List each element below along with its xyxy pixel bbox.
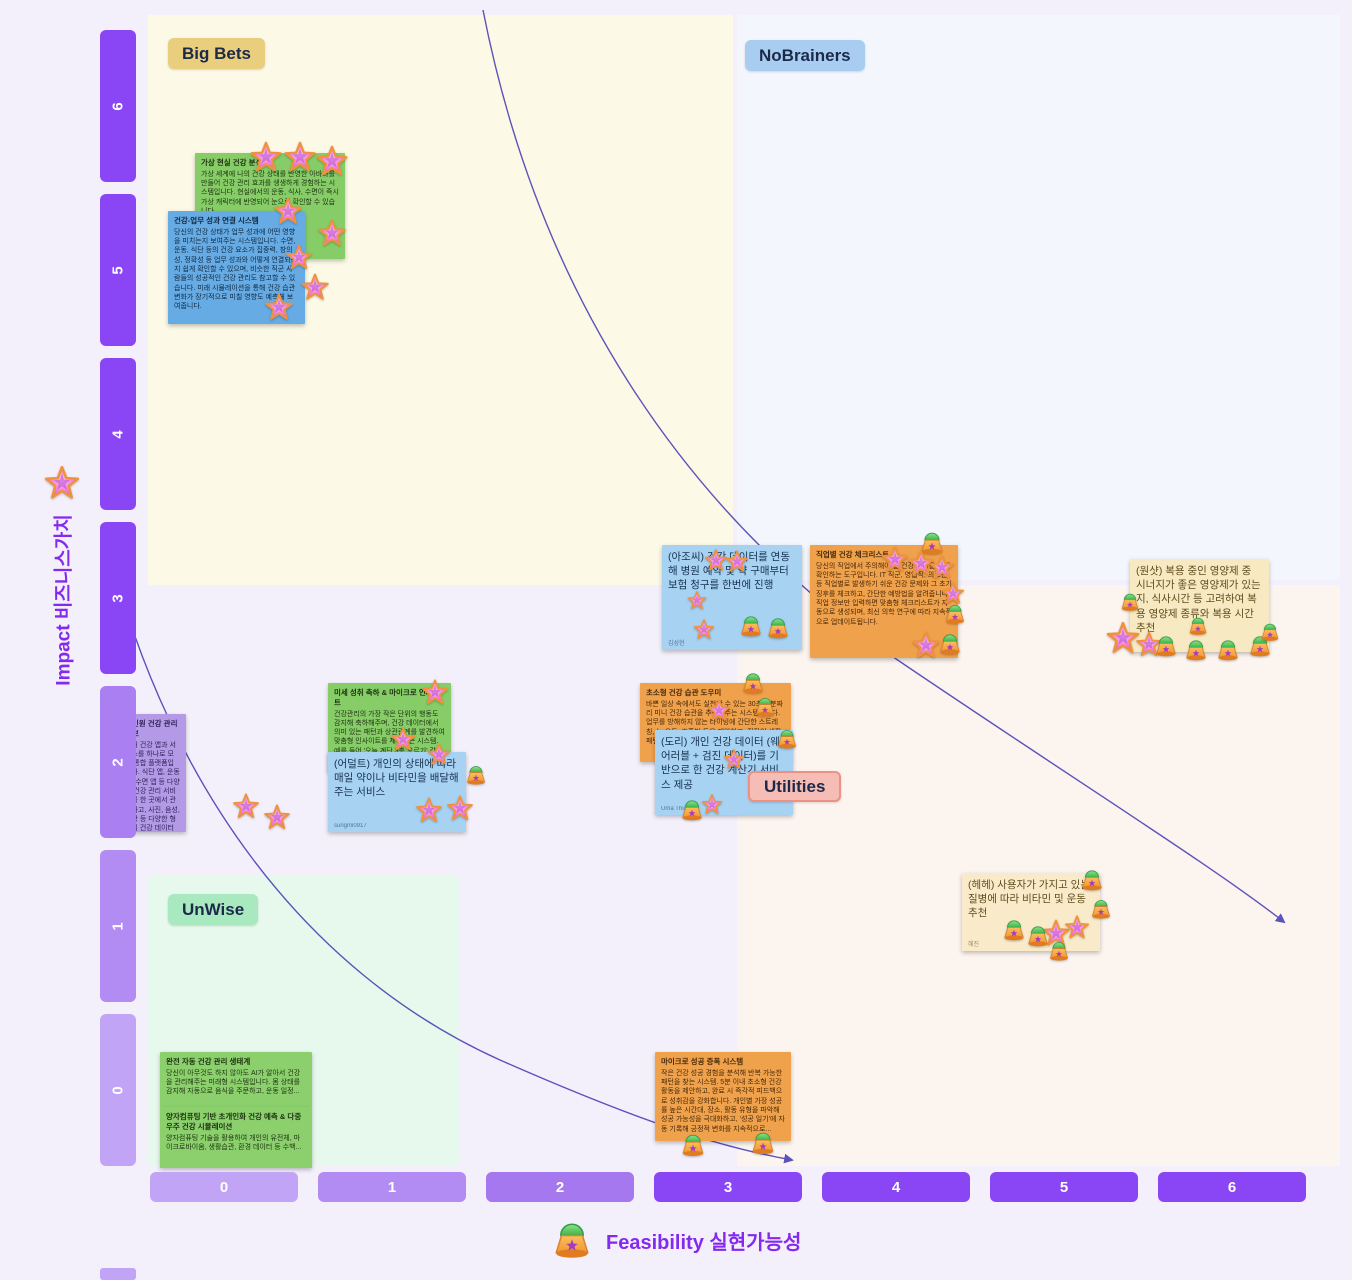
star-sticker-icon[interactable] <box>389 726 417 754</box>
y-tick-1-label: 1 <box>109 921 127 931</box>
ufo-sticker-icon[interactable] <box>1152 632 1180 660</box>
x-tick-3[interactable]: 3 <box>654 1172 802 1202</box>
star-sticker-icon[interactable] <box>42 464 82 504</box>
y-tick-3-label: 3 <box>109 593 127 603</box>
star-sticker-icon[interactable] <box>426 742 452 768</box>
y-tick-0[interactable]: 0 <box>100 1014 136 1166</box>
ufo-sticker-icon[interactable] <box>739 669 767 697</box>
ufo-sticker-icon[interactable] <box>774 726 800 752</box>
ufo-sticker-icon[interactable] <box>1182 636 1210 664</box>
x-tick-4-label: 4 <box>891 1178 901 1196</box>
note-title: 건강-업무 성과 연결 시스템 <box>174 216 259 225</box>
quadrant-label-big-bets[interactable]: Big Bets <box>168 38 265 69</box>
star-sticker-icon[interactable] <box>686 590 708 612</box>
quadrant-label-nobrainers[interactable]: NoBrainers <box>745 40 865 71</box>
ufo-sticker-icon[interactable] <box>1078 866 1106 894</box>
star-sticker-icon[interactable] <box>420 678 450 708</box>
ufo-sticker-icon[interactable] <box>1258 620 1282 644</box>
ufo-sticker-icon[interactable] <box>942 601 968 627</box>
note-title: 마이크로 성공 증폭 시스템 <box>661 1057 744 1066</box>
ufo-sticker-icon[interactable] <box>1046 938 1072 964</box>
ufo-sticker-icon[interactable] <box>1186 614 1210 638</box>
x-tick-6[interactable]: 6 <box>1158 1172 1306 1202</box>
note-body: 양자컴퓨팅 기술을 활용하여 개인의 유전체, 마이크로바이옴, 생활습관, 환… <box>166 1134 302 1151</box>
ufo-sticker-icon[interactable] <box>737 612 765 640</box>
x-tick-6-label: 6 <box>1227 1178 1237 1196</box>
star-sticker-icon[interactable] <box>262 803 292 833</box>
star-sticker-icon[interactable] <box>299 272 331 304</box>
quadrant-label-utilities[interactable]: Utilities <box>748 771 842 802</box>
x-tick-2-label: 2 <box>555 1178 565 1196</box>
x-tick-0-label: 0 <box>219 1178 229 1196</box>
star-sticker-icon[interactable] <box>722 748 746 772</box>
star-sticker-icon[interactable] <box>445 794 475 824</box>
y-axis-label: Impact 비즈니스가치 <box>53 514 75 686</box>
ufo-sticker-icon[interactable] <box>1118 590 1142 614</box>
ufo-sticker-icon[interactable] <box>1214 636 1242 664</box>
star-sticker-icon[interactable] <box>700 793 724 817</box>
x-tick-1-label: 1 <box>387 1178 397 1196</box>
star-sticker-icon[interactable] <box>263 292 295 324</box>
x-tick-5[interactable]: 5 <box>990 1172 1138 1202</box>
star-sticker-icon[interactable] <box>272 196 304 228</box>
quadrant-bg-nobrainers <box>737 15 1340 580</box>
star-sticker-icon[interactable] <box>231 792 261 822</box>
star-sticker-icon[interactable] <box>414 796 444 826</box>
y-tick-2-label: 2 <box>109 757 127 767</box>
star-sticker-icon[interactable] <box>724 549 750 575</box>
note-body: 작은 건강 성공 경험을 분석해 반복 가능한 패턴을 찾는 시스템. 5분 이… <box>661 1069 785 1133</box>
y-tick-5-label: 5 <box>109 265 127 275</box>
y-tick-0-label: 0 <box>109 1085 127 1095</box>
note-author: sungmi0917 <box>334 823 367 829</box>
y-tick-3[interactable]: 3 <box>100 522 136 674</box>
star-sticker-icon[interactable] <box>314 144 350 180</box>
star-sticker-icon[interactable] <box>284 243 314 273</box>
y-tick-4-label: 4 <box>109 429 127 439</box>
x-axis-label-group: Feasibility 실현가능성 <box>548 1216 801 1264</box>
ufo-icon <box>548 1216 596 1264</box>
star-sticker-icon[interactable] <box>282 140 318 176</box>
note-author: 김성현 <box>668 641 685 647</box>
x-tick-2[interactable]: 2 <box>486 1172 634 1202</box>
star-sticker-icon[interactable] <box>316 218 348 250</box>
note-author: 혜진 <box>968 942 980 948</box>
ufo-sticker-icon[interactable] <box>764 614 792 642</box>
star-sticker-icon[interactable] <box>692 618 716 642</box>
x-tick-5-label: 5 <box>1059 1178 1069 1196</box>
x-tick-3-label: 3 <box>723 1178 733 1196</box>
y-tick-4[interactable]: 4 <box>100 358 136 510</box>
y-tick-2[interactable]: 2 <box>100 686 136 838</box>
star-sticker-icon[interactable] <box>706 698 732 724</box>
note-body: 당신이 아무것도 하지 않아도 AI가 알아서 건강을 관리해주는 미래형 시스… <box>166 1069 301 1096</box>
y-tick-6[interactable]: 6 <box>100 30 136 182</box>
y-tick-partial <box>100 1268 136 1280</box>
x-tick-4[interactable]: 4 <box>822 1172 970 1202</box>
note-body: 당신의 건강 상태가 업무 성과에 어떤 영향을 미치는지 보여주는 시스템입니… <box>174 228 298 311</box>
quadrant-label-unwise[interactable]: UnWise <box>168 894 259 925</box>
star-sticker-icon[interactable] <box>928 554 956 582</box>
x-tick-1[interactable]: 1 <box>318 1172 466 1202</box>
ufo-sticker-icon[interactable] <box>463 762 489 788</box>
ufo-sticker-icon[interactable] <box>678 1130 708 1160</box>
note-title: 양자컴퓨팅 기반 초개인화 건강 예측 & 다중우주 건강 시뮬레이션 <box>166 1112 302 1131</box>
x-axis-label: Feasibility 실현가능성 <box>606 1231 802 1254</box>
ufo-sticker-icon[interactable] <box>1088 896 1114 922</box>
ufo-sticker-icon[interactable] <box>748 1128 778 1158</box>
y-tick-1[interactable]: 1 <box>100 850 136 1002</box>
note-title: 완전 자동 건강 관리 생태계 <box>166 1057 251 1066</box>
y-tick-6-label: 6 <box>109 101 127 111</box>
ufo-sticker-icon[interactable] <box>752 694 778 720</box>
y-tick-5[interactable]: 5 <box>100 194 136 346</box>
star-sticker-icon[interactable] <box>248 140 284 176</box>
note-title: 가상 현실 건강 분신 <box>201 158 263 167</box>
ufo-sticker-icon[interactable] <box>936 630 964 658</box>
x-tick-0[interactable]: 0 <box>150 1172 298 1202</box>
